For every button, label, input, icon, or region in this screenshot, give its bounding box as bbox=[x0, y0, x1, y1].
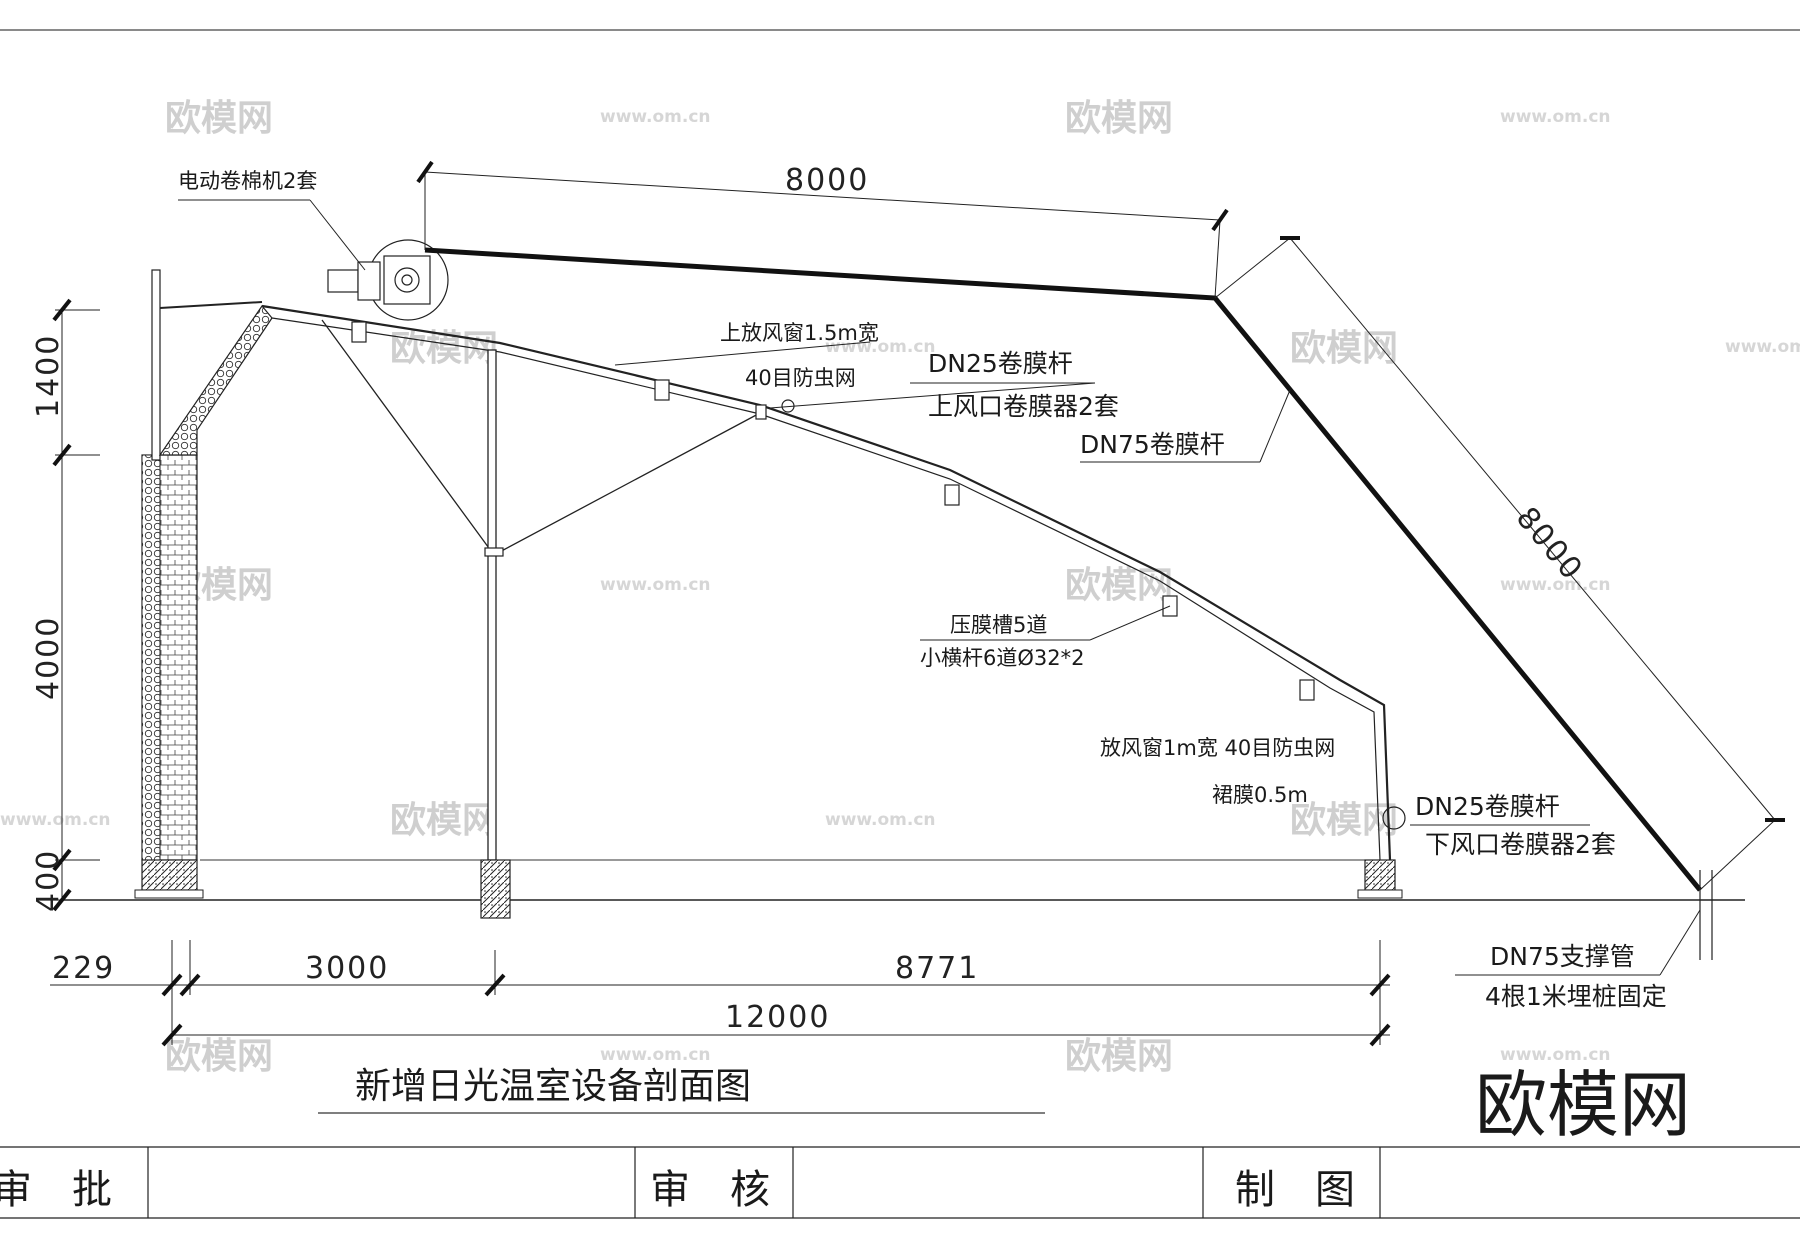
watermark-text: 欧模网 bbox=[1065, 98, 1173, 139]
watermark-url: www.om.cn bbox=[1725, 337, 1800, 357]
watermark-text: 欧模网 bbox=[1290, 328, 1398, 369]
title-block-approve: 审 批 bbox=[0, 1167, 112, 1213]
motor-icon bbox=[327, 239, 449, 321]
support-pile-annotation: 4根1米埋桩固定 bbox=[1485, 982, 1667, 1011]
watermark-url: www.om.cn bbox=[600, 107, 711, 127]
upper-vent-mesh-annotation: 40目防虫网 bbox=[745, 366, 856, 390]
front-footing bbox=[1364, 859, 1396, 891]
skirt-film-annotation: 裙膜0.5m bbox=[1212, 783, 1308, 807]
front-footing-base bbox=[1357, 889, 1403, 899]
dim-w-rest-label: 8771 bbox=[895, 951, 979, 986]
support-pipe-annotation: DN75支撑管 bbox=[1490, 942, 1635, 971]
watermark-text: 欧模网 bbox=[1290, 800, 1398, 841]
watermark-layer: 欧模网 www.om.cn 欧模网 www.om.cn 欧模网 www.om.c… bbox=[0, 98, 1800, 1077]
dim-horizontal bbox=[50, 940, 1391, 1047]
column-footing bbox=[480, 859, 511, 919]
site-logo: 欧模网 bbox=[1475, 1063, 1691, 1147]
title-block bbox=[0, 1146, 1800, 1219]
watermark-url: www.om.cn bbox=[1500, 107, 1611, 127]
upper-roller-rod-annotation: DN25卷膜杆 bbox=[928, 349, 1073, 378]
dim-w-wall-label: 229 bbox=[52, 951, 115, 986]
north-wall bbox=[134, 269, 204, 899]
dn75-rod-annotation: DN75卷膜杆 bbox=[1080, 430, 1225, 459]
dim-w-front-label: 3000 bbox=[305, 951, 389, 986]
motor-annotation: 电动卷棉机2套 bbox=[178, 169, 317, 193]
watermark-url: www.om.cn bbox=[825, 337, 936, 357]
lower-vent-annotation: 放风窗1m宽 40目防虫网 bbox=[1100, 736, 1335, 760]
dim-top-span: 8000 bbox=[416, 160, 1229, 299]
watermark-url: www.om.cn bbox=[600, 1045, 711, 1065]
watermark-text: 欧模网 bbox=[1065, 1036, 1173, 1077]
arch-truss bbox=[261, 304, 1392, 861]
watermark-text: 欧模网 bbox=[390, 800, 498, 841]
lower-roller-rod-annotation: DN25卷膜杆 bbox=[1415, 792, 1560, 821]
roller-bracket bbox=[351, 321, 367, 343]
watermark-url: www.om.cn bbox=[600, 575, 711, 595]
watermark-text: 欧模网 bbox=[1065, 565, 1173, 606]
roller-bracket bbox=[755, 404, 767, 420]
dim-vertical bbox=[52, 298, 100, 912]
upper-roller-device-annotation: 上风口卷膜器2套 bbox=[928, 392, 1119, 421]
lower-roller-device-annotation: 下风口卷膜器2套 bbox=[1425, 830, 1616, 859]
watermark-text: 欧模网 bbox=[165, 98, 273, 139]
roller-bracket-group bbox=[351, 321, 1315, 701]
dim-top-span-label: 8000 bbox=[785, 163, 869, 198]
dim-w-total-label: 12000 bbox=[725, 1000, 830, 1035]
title-block-draft: 制 图 bbox=[1235, 1167, 1355, 1213]
dim-h-base-label: 400 bbox=[31, 849, 66, 912]
lower-roller-icon bbox=[1382, 806, 1406, 830]
upper-vent-annotation: 上放风窗1.5m宽 bbox=[720, 321, 879, 345]
watermark-text: 欧模网 bbox=[165, 1036, 273, 1077]
roller-bracket bbox=[944, 484, 960, 506]
crossbar-annotation: 小横杆6道Ø32*2 bbox=[920, 646, 1084, 670]
roller-bracket bbox=[1299, 679, 1315, 701]
watermark-url: www.om.cn bbox=[1500, 1045, 1611, 1065]
roller-bracket bbox=[654, 379, 670, 401]
dim-h-wall-label: 4000 bbox=[31, 616, 66, 700]
drawing-title: 新增日光温室设备剖面图 bbox=[355, 1066, 751, 1107]
purlin-annotation: 压膜槽5道 bbox=[950, 613, 1047, 637]
title-block-review: 审 核 bbox=[650, 1167, 770, 1213]
dim-h-upper-label: 1400 bbox=[31, 334, 66, 418]
watermark-url: www.om.cn bbox=[825, 810, 936, 830]
watermark-url: www.om.cn bbox=[0, 810, 111, 830]
annotation-leaders bbox=[178, 199, 1701, 976]
back-roof bbox=[158, 301, 273, 456]
